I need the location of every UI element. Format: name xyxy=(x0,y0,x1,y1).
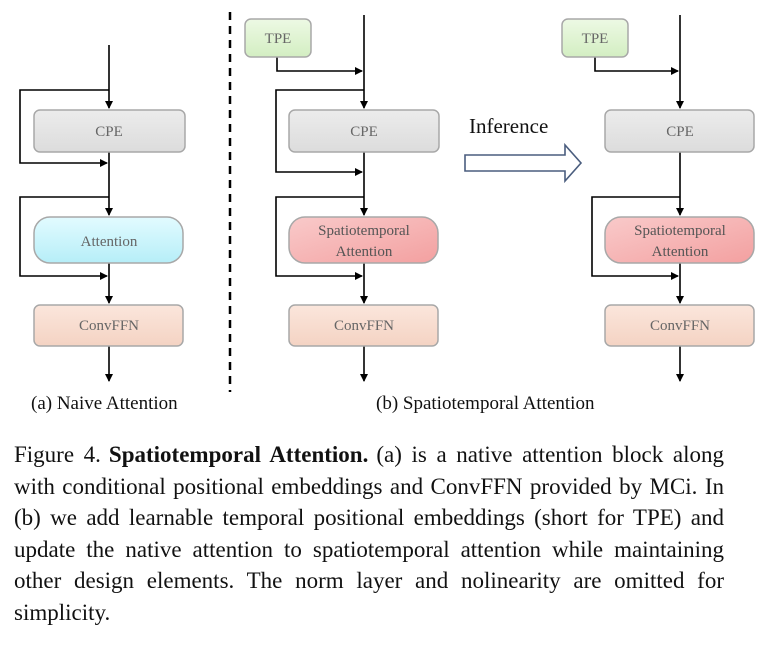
st-attention-box-b: Spatiotemporal Attention xyxy=(288,216,439,264)
attention-box-a: Attention xyxy=(33,216,184,264)
panel-b xyxy=(275,15,368,382)
st-attention-line1-c: Spatiotemporal xyxy=(634,223,726,239)
convffn-box-a: ConvFFN xyxy=(33,304,184,347)
inference-arrow-icon xyxy=(464,142,583,184)
tpe-label-b: TPE xyxy=(265,31,292,47)
st-attention-box-c: Spatiotemporal Attention xyxy=(604,216,755,264)
tpe-box-c: TPE xyxy=(561,18,629,58)
cpe-box-a: CPE xyxy=(33,109,186,153)
panel-a xyxy=(19,45,113,382)
figure-caption: Figure 4. Spatiotemporal Attention.(a) is… xyxy=(14,439,724,629)
cpe-label-c: CPE xyxy=(666,124,694,140)
tpe-box-b: TPE xyxy=(244,18,312,58)
figure-title: Spatiotemporal Attention. xyxy=(108,442,369,467)
convffn-label-c: ConvFFN xyxy=(650,318,710,334)
inference-label: Inference xyxy=(469,114,548,138)
st-attention-line2-b: Attention xyxy=(336,244,393,260)
convffn-box-b: ConvFFN xyxy=(288,304,439,347)
figure-caption-body: (a) is a native attention block along wi… xyxy=(14,442,724,625)
cpe-label-a: CPE xyxy=(95,124,123,140)
st-attention-line1-b: Spatiotemporal xyxy=(318,223,410,239)
figure-label: Figure 4. xyxy=(14,442,101,467)
cpe-box-c: CPE xyxy=(604,109,755,153)
tpe-label-c: TPE xyxy=(582,31,609,47)
st-attention-line2-c: Attention xyxy=(652,244,709,260)
panel-a-caption: (a) Naive Attention xyxy=(31,393,178,414)
panel-b-caption: (b) Spatiotemporal Attention xyxy=(376,393,595,414)
cpe-box-b: CPE xyxy=(288,109,440,153)
panel-b-inference xyxy=(591,15,684,382)
attention-label-a: Attention xyxy=(81,234,138,250)
convffn-label-b: ConvFFN xyxy=(334,318,394,334)
convffn-box-c: ConvFFN xyxy=(604,304,755,347)
figure-diagram: CPE Attention ConvFFN (a) Naive Attentio… xyxy=(19,12,755,414)
cpe-label-b: CPE xyxy=(350,124,378,140)
convffn-label-a: ConvFFN xyxy=(79,318,139,334)
